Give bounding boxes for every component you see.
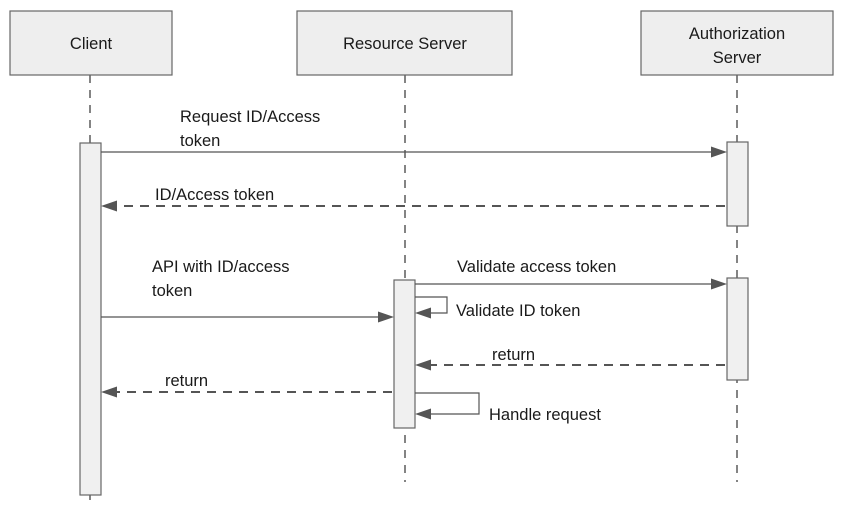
- message-line-handle-request: [415, 392, 480, 415]
- activation-bar-client[interactable]: [79, 142, 102, 496]
- message-line-validate-id-token: [415, 296, 448, 314]
- arrowhead-id-access-token: [101, 200, 117, 212]
- message-label-api-with-id-access-token-line1: API with ID/access: [152, 258, 290, 276]
- arrowhead-return-resource-to-client: [101, 386, 117, 398]
- participant-label-resource-server: Resource Server: [343, 35, 467, 53]
- message-request-id-access-token[interactable]: Request ID/Access token: [101, 108, 727, 158]
- activation-bar-authorization-server-1[interactable]: [726, 141, 749, 227]
- participant-box-authorization-server[interactable]: [640, 10, 834, 76]
- activation-bar-authorization-server-2[interactable]: [726, 277, 749, 381]
- participant-label-client: Client: [70, 35, 113, 53]
- arrowhead-request-id-access-token: [711, 146, 727, 158]
- arrowhead-handle-request: [415, 408, 431, 420]
- activation-bar-resource-server[interactable]: [393, 279, 416, 429]
- arrowhead-api-with-id-access-token: [378, 311, 394, 323]
- activations-group: [79, 141, 749, 496]
- arrowhead-validate-access-token: [711, 278, 727, 290]
- arrowhead-validate-id-token: [415, 307, 431, 319]
- message-label-handle-request: Handle request: [489, 406, 601, 424]
- participant-box-resource-server[interactable]: [296, 10, 513, 76]
- arrowhead-return-auth-to-resource: [415, 359, 431, 371]
- participant-resource-server[interactable]: Resource Server: [296, 10, 513, 76]
- message-id-access-token[interactable]: ID/Access token: [101, 186, 725, 212]
- message-handle-request[interactable]: Handle request: [415, 392, 601, 424]
- participant-box-client[interactable]: [9, 10, 173, 76]
- message-label-request-id-access-token-line1: Request ID/Access: [180, 108, 320, 126]
- message-label-validate-id-token: Validate ID token: [456, 302, 580, 320]
- message-label-request-id-access-token-line2: token: [180, 132, 220, 150]
- message-validate-id-token[interactable]: Validate ID token: [415, 296, 580, 320]
- message-label-return-resource-to-client: return: [165, 372, 208, 390]
- participant-authorization-server[interactable]: Authorization Server: [640, 10, 834, 76]
- participant-label-authorization-server-line1: Authorization: [689, 25, 785, 43]
- participant-client[interactable]: Client: [9, 10, 173, 76]
- message-return-resource-to-client[interactable]: return: [101, 372, 392, 398]
- message-label-id-access-token: ID/Access token: [155, 186, 274, 204]
- message-label-validate-access-token: Validate access token: [457, 258, 616, 276]
- message-label-return-auth-to-resource: return: [492, 346, 535, 364]
- message-label-api-with-id-access-token-line2: token: [152, 282, 192, 300]
- message-validate-access-token[interactable]: Validate access token: [415, 258, 727, 290]
- participant-label-authorization-server-line2: Server: [713, 49, 762, 67]
- message-api-with-id-access-token[interactable]: API with ID/access token: [101, 258, 394, 323]
- message-return-auth-to-resource[interactable]: return: [415, 346, 725, 371]
